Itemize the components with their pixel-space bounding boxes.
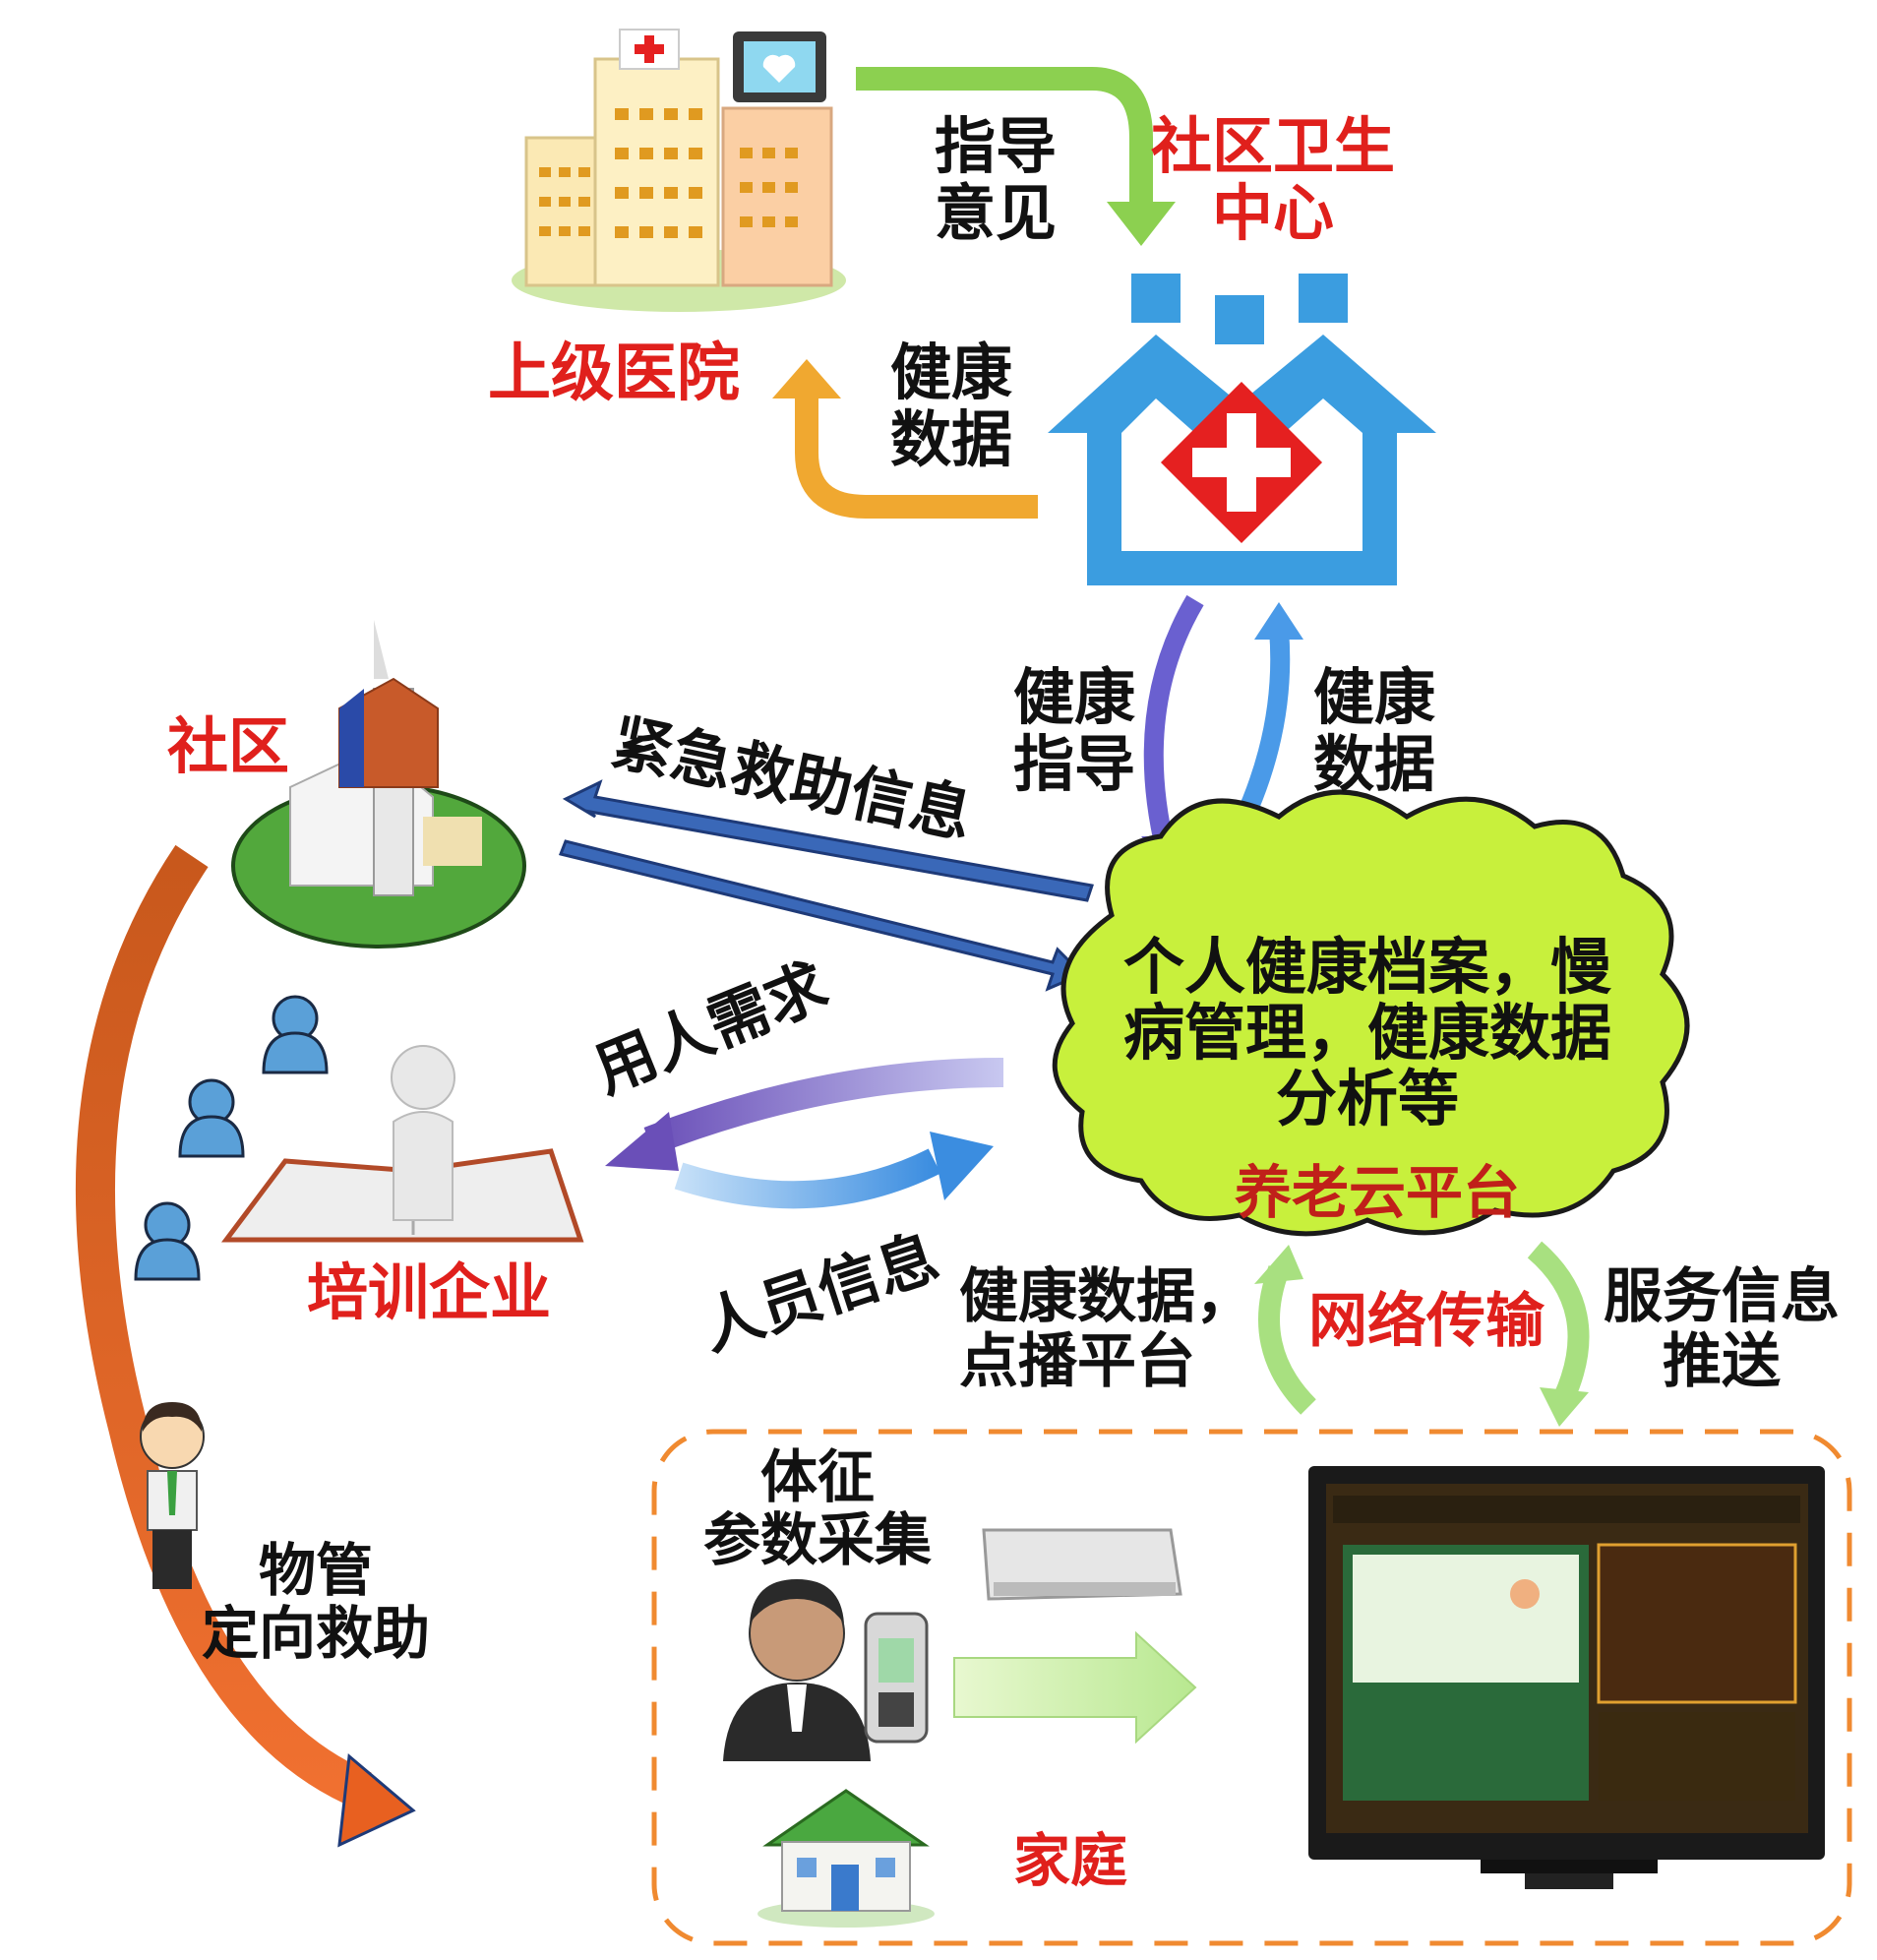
cloud-platform-shape xyxy=(1052,789,1690,1237)
health-data-mid-label: 健康 数据 xyxy=(1313,661,1436,801)
elderly-user-icon xyxy=(723,1579,929,1761)
vital-collection-label: 体征 参数采集 xyxy=(703,1443,933,1573)
cloud-title: 养老云平台 xyxy=(1234,1159,1520,1226)
training-company-icon xyxy=(134,995,584,1281)
property-rescue-label: 物管 定向救助 xyxy=(202,1537,431,1667)
set-top-box-icon xyxy=(982,1528,1182,1601)
community-icon xyxy=(231,620,526,949)
health-center-icon xyxy=(1048,274,1436,585)
training-company-label: 培训企业 xyxy=(307,1256,552,1328)
family-label: 家庭 xyxy=(1013,1827,1128,1894)
health-guidance-label: 健康 指导 xyxy=(1013,661,1136,801)
network-label: 网络传输 xyxy=(1308,1287,1544,1356)
health-vod-label: 健康数据， 点播平台 xyxy=(959,1262,1254,1396)
cloud-description: 个人健康档案，慢 病管理，健康数据 分析等 xyxy=(1122,931,1611,1134)
property-rescue-arrow xyxy=(75,844,416,1848)
community-label: 社区 xyxy=(167,710,290,782)
health-data-up-label: 健康 数据 xyxy=(890,337,1013,476)
guidance-opinion-label: 指导 意见 xyxy=(935,110,1058,250)
house-icon xyxy=(757,1789,935,1928)
tv-icon xyxy=(1308,1466,1825,1889)
health-data-arrow xyxy=(772,359,1038,519)
hospital-icon xyxy=(512,29,846,312)
hospital-label: 上级医院 xyxy=(488,337,740,410)
employment-arrows xyxy=(605,1058,1004,1209)
data-upload-arrow xyxy=(953,1630,1197,1745)
service-push-label: 服务信息 推送 xyxy=(1604,1262,1840,1396)
property-manager-icon xyxy=(140,1402,205,1589)
guidance-arrow xyxy=(856,67,1176,246)
network-arrows xyxy=(1254,1241,1590,1427)
health-center-label: 社区卫生 中心 xyxy=(1151,110,1396,250)
